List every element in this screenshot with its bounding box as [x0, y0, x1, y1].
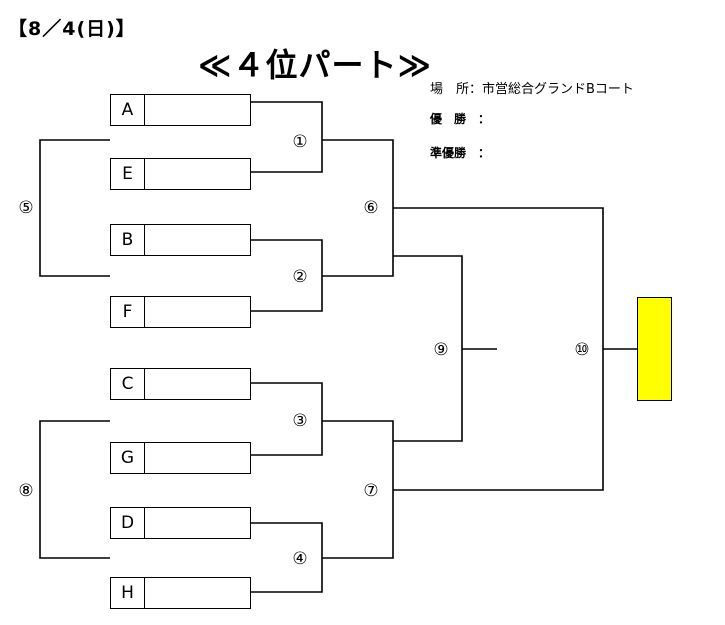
match-number-5: ⑤: [13, 198, 39, 218]
team-box-d: D: [110, 507, 251, 539]
match-number-3: ③: [287, 411, 313, 431]
winner-label: 優 勝 ：: [430, 112, 491, 126]
team-label: H: [111, 578, 145, 608]
team-box-a: A: [110, 94, 251, 126]
venue-value: 市営総合グランドBコート: [482, 82, 634, 97]
team-box-c: C: [110, 368, 251, 400]
match-number-6: ⑥: [358, 198, 384, 218]
bracket-line-m1: [251, 101, 323, 173]
date-label: 【8／4(日)】: [8, 18, 136, 40]
bracket-line-m5: [39, 139, 110, 277]
team-box-h: H: [110, 577, 251, 609]
page-title: ≪４位パート≫: [198, 46, 433, 84]
winner-box: [637, 297, 672, 401]
team-label: A: [111, 95, 145, 125]
team-label: B: [111, 225, 145, 255]
team-box-g: G: [110, 442, 251, 474]
venue-row: 場 所：市営総合グランドBコート: [430, 78, 634, 97]
team-label: E: [111, 159, 145, 189]
team-box-e: E: [110, 158, 251, 190]
match-number-10: ⑩: [569, 340, 595, 360]
match-number-8: ⑧: [13, 481, 39, 501]
match-number-7: ⑦: [358, 481, 384, 501]
team-box-b: B: [110, 224, 251, 256]
bracket-line-m8: [39, 420, 110, 559]
team-label: C: [111, 369, 145, 399]
match-number-9: ⑨: [428, 340, 454, 360]
team-label: G: [111, 443, 145, 473]
venue-label: 場 所：: [430, 82, 483, 97]
match-number-4: ④: [287, 549, 313, 569]
runnerup-label: 準優勝 ：: [430, 146, 491, 160]
match-number-1: ①: [287, 132, 313, 152]
team-box-f: F: [110, 296, 251, 328]
team-label: F: [111, 297, 145, 327]
match-number-2: ②: [287, 267, 313, 287]
team-label: D: [111, 508, 145, 538]
bracket-line-m3: [251, 382, 323, 456]
